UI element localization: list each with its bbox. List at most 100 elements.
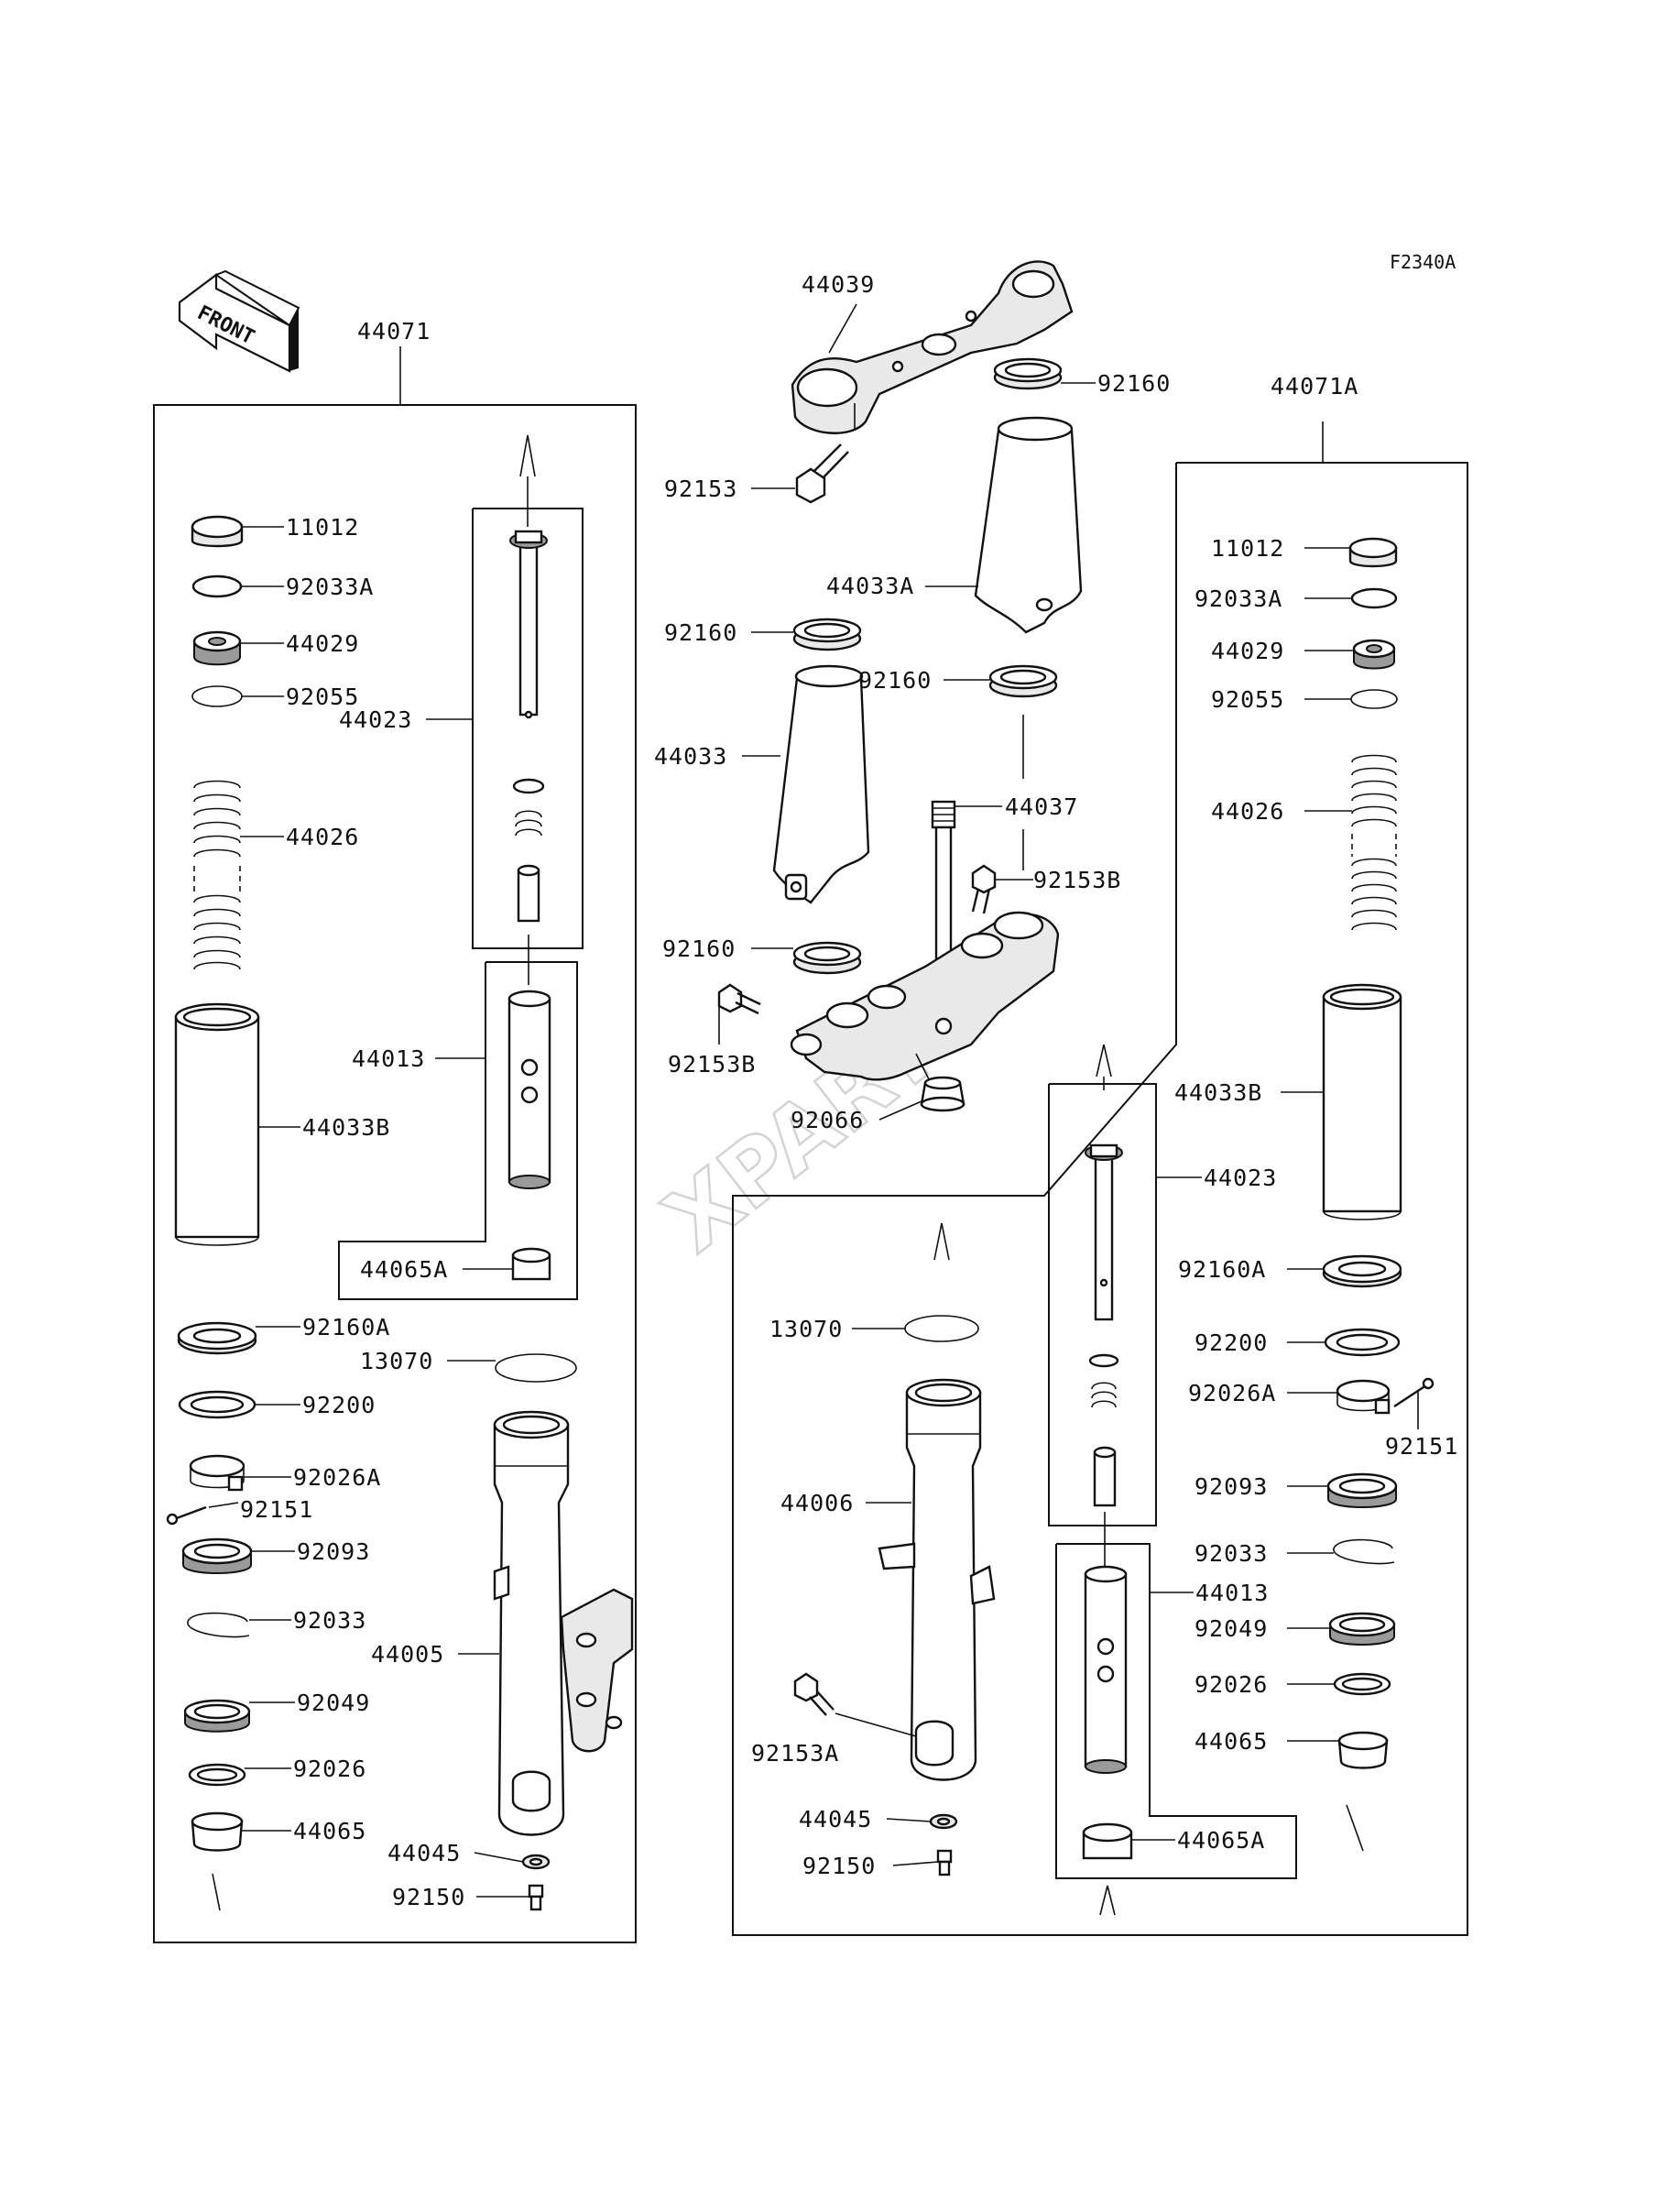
label-92033-left: 92033 <box>293 1607 366 1634</box>
label-92033A-right: 92033A <box>1195 585 1282 612</box>
washer-92200-left <box>178 1390 256 1419</box>
label-92153B-upper: 92153B <box>1033 867 1121 893</box>
label-92160-lower: 92160 <box>662 935 736 962</box>
label-44071: 44071 <box>357 318 431 345</box>
left-cylinder-box <box>338 961 578 1300</box>
label-92093-left: 92093 <box>297 1538 370 1565</box>
label-44029-right: 44029 <box>1211 638 1284 664</box>
ring-92160-mid-left <box>792 618 862 651</box>
label-44037: 44037 <box>1005 793 1078 820</box>
figure-code: F2340A <box>1390 251 1456 273</box>
damper-rod-44023-right <box>1085 1044 1123 1567</box>
label-44039: 44039 <box>802 271 875 298</box>
fork-cover-44033 <box>772 664 870 904</box>
label-92093-right: 92093 <box>1195 1473 1268 1500</box>
upper-bracket-44039 <box>791 260 1074 434</box>
left-assembly-box <box>153 404 637 1943</box>
label-44045-right: 44045 <box>799 1806 872 1832</box>
bolt-92150-right <box>936 1849 953 1876</box>
seal-92049-left <box>183 1699 251 1733</box>
ring-92026-right <box>1333 1672 1391 1696</box>
label-13070-right: 13070 <box>769 1316 843 1342</box>
label-44065A-left: 44065A <box>360 1256 448 1283</box>
spring-44026-left <box>193 780 241 970</box>
label-44033: 44033 <box>654 743 727 770</box>
label-92151-left: 92151 <box>240 1496 313 1523</box>
bolt-92153B-upper <box>971 864 997 914</box>
label-44071A: 44071A <box>1271 373 1358 399</box>
label-92049-right: 92049 <box>1195 1615 1268 1642</box>
seal-92093-left <box>181 1537 253 1574</box>
cap-11012-right <box>1348 537 1398 568</box>
bushing-44065-right <box>1337 1731 1389 1852</box>
label-92160-mid-left: 92160 <box>664 619 737 646</box>
label-92153A: 92153A <box>751 1740 839 1767</box>
label-44045-left: 44045 <box>387 1840 461 1866</box>
label-92160-top: 92160 <box>1097 370 1171 397</box>
label-92055-left: 92055 <box>286 684 359 710</box>
label-44065-right: 44065 <box>1195 1728 1268 1755</box>
cylinder-44013-left <box>507 990 551 1189</box>
clamp-92026A-right <box>1336 1379 1391 1415</box>
label-11012-left: 11012 <box>286 514 359 541</box>
label-44006: 44006 <box>780 1490 854 1516</box>
bolt-92153 <box>795 443 849 504</box>
label-92026-right: 92026 <box>1195 1671 1268 1698</box>
label-44005: 44005 <box>371 1641 444 1668</box>
label-92150-left: 92150 <box>392 1884 465 1910</box>
cap-11012-left <box>191 515 244 548</box>
washer-92200-right <box>1324 1328 1401 1357</box>
fork-cover-44033A <box>974 416 1083 634</box>
label-92160A-right: 92160A <box>1178 1256 1266 1283</box>
outer-tube-44006-right <box>878 1378 996 1781</box>
bolt-92153B-lower <box>717 983 761 1015</box>
right-cylinder-box <box>1055 1543 1297 1879</box>
lower-bracket <box>790 911 1060 1091</box>
tube-44033B-left <box>174 1002 260 1246</box>
ring-92033A-right <box>1350 587 1398 609</box>
washer-92160A-left <box>177 1321 257 1355</box>
tube-44033B-right <box>1322 983 1402 1220</box>
label-92200-left: 92200 <box>302 1392 376 1418</box>
seal-92093-right <box>1326 1472 1398 1508</box>
right-assembly-box <box>732 462 1468 1936</box>
label-92153B-lower: 92153B <box>668 1051 756 1078</box>
ring-92033A-left <box>191 574 243 598</box>
label-92026-left: 92026 <box>293 1756 366 1782</box>
label-92160A-left: 92160A <box>302 1314 390 1340</box>
nut-92066 <box>920 1076 965 1112</box>
label-11012-right: 11012 <box>1211 535 1284 562</box>
label-13070-left: 13070 <box>360 1348 433 1374</box>
label-44065-left: 44065 <box>293 1818 366 1844</box>
label-44033B-left: 44033B <box>302 1114 390 1141</box>
label-92033-right: 92033 <box>1195 1540 1268 1567</box>
label-44023-left: 44023 <box>339 706 412 733</box>
ring-92160-mid-right <box>988 664 1058 698</box>
label-44013-left: 44013 <box>352 1045 425 1072</box>
damper-rod-44023-left <box>509 434 548 985</box>
label-44026-right: 44026 <box>1211 798 1284 825</box>
clip-13070-right <box>904 1222 979 1342</box>
label-92026A-right: 92026A <box>1188 1380 1276 1406</box>
clip-92033-left <box>187 1612 250 1638</box>
label-92151-right: 92151 <box>1385 1433 1458 1460</box>
screw-92151-left <box>166 1505 207 1526</box>
label-92153: 92153 <box>664 476 737 502</box>
front-arrow-icon: FRONT <box>178 269 300 373</box>
label-44033A: 44033A <box>826 573 914 599</box>
label-92049-left: 92049 <box>297 1690 370 1716</box>
spring-44026-right <box>1351 754 1397 931</box>
ring-92026-left <box>188 1763 246 1787</box>
bushing-44065A-left <box>511 1247 551 1281</box>
clip-92033-right <box>1333 1538 1395 1565</box>
label-44013-right: 44013 <box>1195 1580 1269 1606</box>
plug-44029-left <box>192 630 242 666</box>
label-92150-right: 92150 <box>802 1853 876 1879</box>
right-inner-rod-box <box>1048 1083 1157 1526</box>
label-44033B-right: 44033B <box>1174 1079 1262 1106</box>
label-92160-mid-right: 92160 <box>858 667 932 694</box>
clamp-92026A-left <box>189 1454 245 1492</box>
washer-44045-right <box>929 1813 958 1830</box>
ring-92160-top <box>993 357 1063 390</box>
